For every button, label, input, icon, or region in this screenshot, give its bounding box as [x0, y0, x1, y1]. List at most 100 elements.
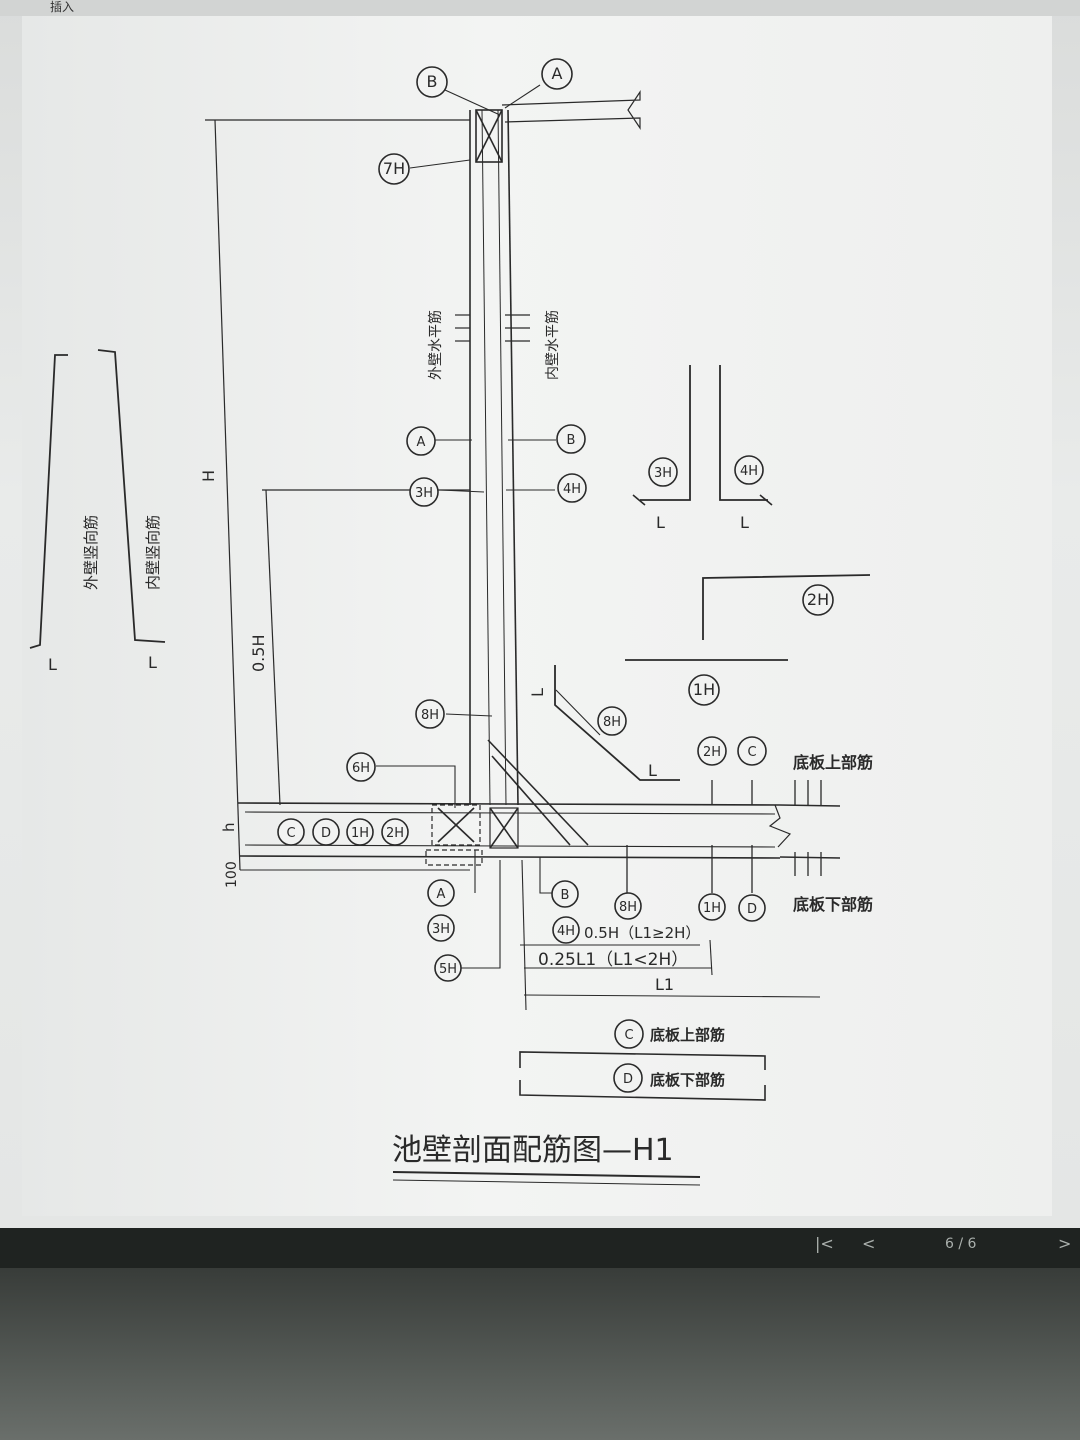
slab-bottom-line: [239, 855, 781, 859]
bar-8H-shape: [554, 665, 680, 781]
drawing-title: 池壁剖面配筋图—H1: [392, 1133, 674, 1168]
circle-label-text-B_bottom: B: [561, 888, 570, 903]
condition-1: 0.5H（L1≥2H）: [584, 924, 700, 942]
circle-label-B_bottom: B: [551, 880, 579, 908]
L-8H-bottom: L: [648, 761, 657, 780]
bar-3H-shape: [640, 365, 691, 501]
inner-horizontal-label: 内壁水平筋: [544, 310, 561, 380]
circle-label-h1_left: 1H: [346, 818, 374, 846]
dim-100-label: 100: [224, 861, 240, 888]
circle-label-D_bottom: D: [738, 894, 766, 922]
circle-label-text-C_legend: C: [624, 1028, 633, 1043]
L-4H: L: [740, 513, 749, 532]
circle-label-D_left: D: [312, 818, 340, 846]
circle-label-text-h1_left: 1H: [351, 826, 369, 841]
circle-label-h4_bottom: 4H: [552, 916, 580, 944]
circle-label-C_left: C: [277, 818, 305, 846]
legend-C-text: 底板上部筋: [650, 1026, 725, 1044]
circle-label-h1_bar: 1H: [688, 674, 720, 706]
top-menu-text[interactable]: 插入: [50, 0, 75, 14]
page-indicator: 6 / 6: [945, 1236, 977, 1252]
next-page-button[interactable]: >: [1058, 1234, 1072, 1253]
circle-label-text-C_slab: C: [747, 745, 756, 760]
circle-label-text-h4_bar: 4H: [740, 464, 758, 479]
circle-label-C_legend: C: [614, 1019, 644, 1049]
circle-label-text-h3_wall: 3H: [415, 486, 433, 501]
circle-label-text-D_left: D: [321, 826, 331, 841]
slab-bottom-rebar-label: 底板下部筋: [793, 895, 873, 914]
inner-vertical-label: 内壁竖向筋: [144, 515, 162, 590]
circle-label-text-h4_bottom: 4H: [557, 924, 575, 939]
L1-label: L1: [655, 975, 674, 994]
condition-2: 0.25L1（L1<2H）: [538, 950, 688, 970]
circle-label-h2_left: 2H: [381, 818, 409, 846]
circle-label-text-B_wall: B: [567, 433, 576, 448]
circle-label-text-h1_bar: 1H: [693, 680, 715, 699]
circle-label-text-h5_bottom: 5H: [439, 962, 457, 977]
circle-label-h1_bottom: 1H: [698, 893, 726, 921]
circle-label-text-h8_right: 8H: [603, 715, 621, 730]
circle-label-text-h8_bottom: 8H: [619, 900, 637, 915]
circle-label-h7: 7H: [378, 153, 410, 185]
circle-label-h8_bottom: 8H: [614, 892, 642, 920]
wall-inner-line: [507, 109, 519, 806]
circle-label-text-A_wall: A: [417, 435, 426, 450]
document-page: B A 7H A B 3H 4H 3H 4H 2H 1H 8H 8H 6H 2H C C D 1H 2H A B 8H 1H D…: [22, 16, 1052, 1216]
window-top-bar: 插入: [0, 0, 1080, 16]
circle-label-text-h3_bottom: 3H: [432, 922, 450, 937]
dim-05H-label: 0.5H: [249, 635, 268, 672]
circle-label-h4_wall: 4H: [557, 473, 587, 503]
circle-label-C_slab: C: [737, 736, 767, 766]
L-left2: L: [148, 653, 157, 672]
circle-label-A_wall: A: [406, 426, 436, 456]
circle-label-text-h4_wall: 4H: [563, 482, 581, 497]
circle-label-h3_wall: 3H: [409, 477, 439, 507]
bar-4H-shape: [719, 365, 768, 501]
monitor-screen: 插入: [0, 0, 1080, 1268]
bar-2H-shape: [702, 574, 871, 640]
circle-label-text-h1_bottom: 1H: [703, 901, 721, 916]
circle-label-h3_bar: 3H: [648, 457, 678, 487]
L-8H: L: [528, 688, 547, 697]
circle-label-B_top: B: [416, 66, 448, 98]
circle-label-text-h8_left: 8H: [421, 708, 439, 723]
circle-label-text-h6: 6H: [352, 761, 370, 776]
L-3H: L: [656, 513, 665, 532]
circle-label-h4_bar: 4H: [734, 455, 764, 485]
monitor-bezel: [0, 1268, 1080, 1440]
circle-label-text-D_bottom: D: [747, 902, 757, 917]
dim-H-label: H: [199, 470, 218, 482]
circle-label-h6: 6H: [346, 752, 376, 782]
slab-top-line: [237, 802, 781, 806]
circle-label-text-A_top: A: [552, 64, 563, 83]
circle-label-text-D_legend: D: [623, 1072, 633, 1087]
prev-page-button[interactable]: <: [862, 1234, 876, 1253]
circle-label-h3_bottom: 3H: [427, 914, 455, 942]
circle-label-D_legend: D: [613, 1063, 643, 1093]
page-navigation-bar: |< < 6 / 6 >: [0, 1228, 1080, 1268]
circle-label-h2_slab: 2H: [697, 736, 727, 766]
circle-label-h8_left: 8H: [415, 699, 445, 729]
circle-label-text-h7: 7H: [383, 159, 405, 178]
rebar-section-drawing: B A 7H A B 3H 4H 3H 4H 2H 1H 8H 8H 6H 2H C C D 1H 2H A B 8H 1H D…: [29, 58, 873, 1186]
circle-label-text-h3_bar: 3H: [654, 466, 672, 481]
circle-label-text-h2_bar: 2H: [807, 590, 829, 609]
first-page-button[interactable]: |<: [815, 1234, 834, 1253]
L-left1: L: [48, 655, 57, 674]
outer-vertical-label: 外壁竖向筋: [82, 515, 100, 590]
circle-label-text-h2_slab: 2H: [703, 745, 721, 760]
dim-h-label: h: [220, 822, 238, 832]
circle-label-h2_bar: 2H: [802, 584, 834, 616]
circle-label-text-C_left: C: [286, 826, 295, 841]
circle-label-A_bottom: A: [427, 879, 455, 907]
circle-label-text-h2_left: 2H: [386, 826, 404, 841]
circle-label-text-B_top: B: [427, 72, 438, 91]
outer-horizontal-label: 外壁水平筋: [427, 310, 444, 380]
slab-top-rebar-label: 底板上部筋: [793, 753, 873, 772]
circle-label-h8_right: 8H: [597, 706, 627, 736]
legend-D-text: 底板下部筋: [650, 1071, 725, 1089]
circle-label-B_wall: B: [556, 424, 586, 454]
circle-label-h5_bottom: 5H: [434, 954, 462, 982]
circle-label-A_top: A: [541, 58, 573, 90]
circle-label-text-A_bottom: A: [437, 887, 446, 902]
